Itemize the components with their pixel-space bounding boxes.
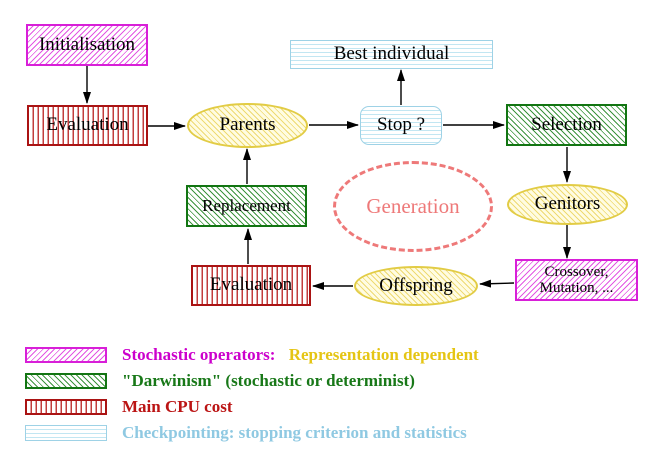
- legend-swatch-stochastic: [25, 347, 107, 363]
- legend-row-checkpointing: Checkpointing: stopping criterion and st…: [25, 423, 467, 443]
- legend-text-representation-dependent: Representation dependent: [288, 345, 479, 364]
- legend-text-darwinism: "Darwinism" (stochastic or determinist): [122, 371, 415, 390]
- legend-swatch-cpu-cost: [25, 399, 107, 415]
- node-stop: Stop ?: [360, 106, 442, 145]
- node-offspring: Offspring: [354, 266, 478, 306]
- generation-loop-ellipse: Generation: [333, 161, 493, 252]
- node-evaluation-top: Evaluation: [27, 105, 148, 146]
- node-parents: Parents: [187, 103, 308, 148]
- legend-row-stochastic: Stochastic operators: Representation dep…: [25, 345, 479, 365]
- legend-text-stochastic-operators: Stochastic operators:: [122, 345, 276, 364]
- node-selection: Selection: [506, 104, 627, 146]
- node-initialisation: Initialisation: [26, 24, 148, 66]
- legend-row-cpu-cost: Main CPU cost: [25, 397, 232, 417]
- legend-row-darwinism: "Darwinism" (stochastic or determinist): [25, 371, 415, 391]
- legend-text-checkpointing: Checkpointing: stopping criterion and st…: [122, 423, 467, 442]
- crossover-label-line1: Crossover,: [544, 263, 609, 280]
- node-crossover-mutation: Crossover, Mutation, ...: [515, 259, 638, 301]
- node-replacement: Replacement: [186, 185, 307, 227]
- legend-label-darwinism: "Darwinism" (stochastic or determinist): [122, 371, 415, 391]
- node-best-individual: Best individual: [290, 40, 493, 69]
- legend-swatch-darwinism: [25, 373, 107, 389]
- legend-text-cpu-cost: Main CPU cost: [122, 397, 233, 416]
- legend-label-stochastic: Stochastic operators: Representation dep…: [122, 345, 479, 365]
- legend-label-checkpointing: Checkpointing: stopping criterion and st…: [122, 423, 467, 443]
- arrow-crossover-to-offspring: [479, 279, 515, 288]
- node-evaluation-bottom: Evaluation: [191, 265, 311, 306]
- node-genitors: Genitors: [507, 184, 628, 225]
- legend-label-cpu-cost: Main CPU cost: [122, 397, 232, 417]
- legend-swatch-checkpointing: [25, 425, 107, 441]
- crossover-label-line2: Mutation, ...: [539, 280, 614, 296]
